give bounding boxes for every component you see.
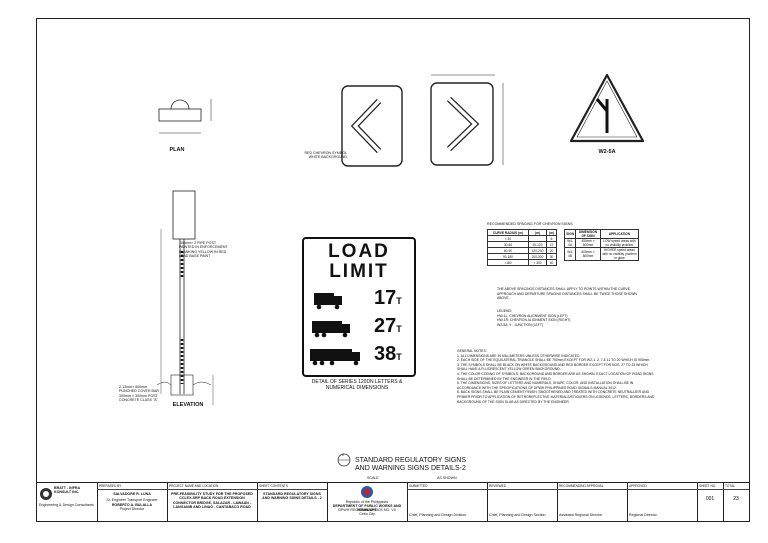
sign-text-load: LOAD <box>328 241 390 262</box>
general-notes: GENERAL NOTES: 1. ALL DIMENSIONS ARE IN … <box>457 349 655 404</box>
project-cell: PROJECT NAME AND LOCATION PRE-FEASIBILIT… <box>167 483 258 521</box>
scale-value: AS SHOWN <box>437 476 457 480</box>
drawing-sheet: PLAN RED CHEVRON SYMBOL WHITE BACKGROUND… <box>36 18 750 522</box>
load-limit-sign: LOAD LIMIT 17T 27T 38T <box>302 237 416 377</box>
truck-icon-3 <box>310 349 360 366</box>
chevron-left-sign <box>341 85 403 167</box>
sign-detail-caption: DETAIL OF SERIES 120DN LETTERS & NUMERIC… <box>311 379 403 391</box>
title-block: BRATT - INFRA KONSULT INC. Engineering &… <box>37 482 749 521</box>
dpwh-seal-icon <box>361 486 373 498</box>
elevation-drawing <box>156 190 214 405</box>
section-mark: 2 <box>337 453 367 467</box>
legend: LEGEND: HW-1L: CHEVRON ALIGNMENT SIGN (L… <box>497 309 571 327</box>
sheet-no-cell: SHEET NO. 001 <box>697 483 724 521</box>
chevron-callout: RED CHEVRON SYMBOL WHITE BACKGROUND <box>304 151 347 160</box>
firm-cell: BRATT - INFRA KONSULT INC. Engineering &… <box>37 483 98 521</box>
plan-label: PLAN <box>169 147 185 153</box>
sheet-title: STANDARD REGULATORY SIGNS AND WARNING SI… <box>355 457 466 472</box>
plan-drawing <box>158 99 212 134</box>
truck-icons <box>310 293 360 366</box>
approved-cell: APPROVED Regional Director <box>627 483 698 521</box>
truck-icon-1 <box>314 293 342 310</box>
scale-label: SCALE <box>367 476 379 480</box>
firm-logo-icon <box>40 488 52 500</box>
load-value-1: 17T <box>374 287 402 309</box>
agency-cell: Republic of the Philippines DEPARTMENT O… <box>327 483 408 521</box>
chevron-right-sign <box>430 74 504 166</box>
w2-5a-label: W2-5A <box>598 149 616 155</box>
sign-text-limit: LIMIT <box>329 261 389 282</box>
prepared-cell: PREPARED BY SALVADORE R. LUNA Sr. Engine… <box>97 483 168 521</box>
post-callout: 100mm× 2 PIPE POST PAINTED IN ENFORCEMEN… <box>179 241 228 259</box>
footing-callout: 2-12mm× 600mm PUNCHED COVER BAR 300mm × … <box>119 385 159 403</box>
truck-icon-2 <box>312 321 350 338</box>
total-sheets-cell: TOTAL 23 <box>723 483 749 521</box>
reviewed-cell: REVIEWED Chief, Planning and Design Sect… <box>487 483 558 521</box>
sheet-content-cell: SHEET CONTENTS STANDARD REGULATORY SIGNS… <box>257 483 328 521</box>
elevation-label: ELEVATION <box>172 402 204 408</box>
w2-5a-sign <box>569 73 645 143</box>
spacing-table-title: RECOMMENDED SPACING FOR CHEVRON SIGNS <box>487 222 573 226</box>
spacing-note: THE ABOVE SPACINGS DISTANCES SHALL APPLY… <box>497 287 637 301</box>
load-value-3: 38T <box>374 343 402 365</box>
recommending-cell: RECOMMENDING APPROVAL Assistant Regional… <box>557 483 628 521</box>
submitted-cell: SUBMITTED Chief, Planning and Design Div… <box>407 483 488 521</box>
load-value-2: 27T <box>374 315 402 337</box>
